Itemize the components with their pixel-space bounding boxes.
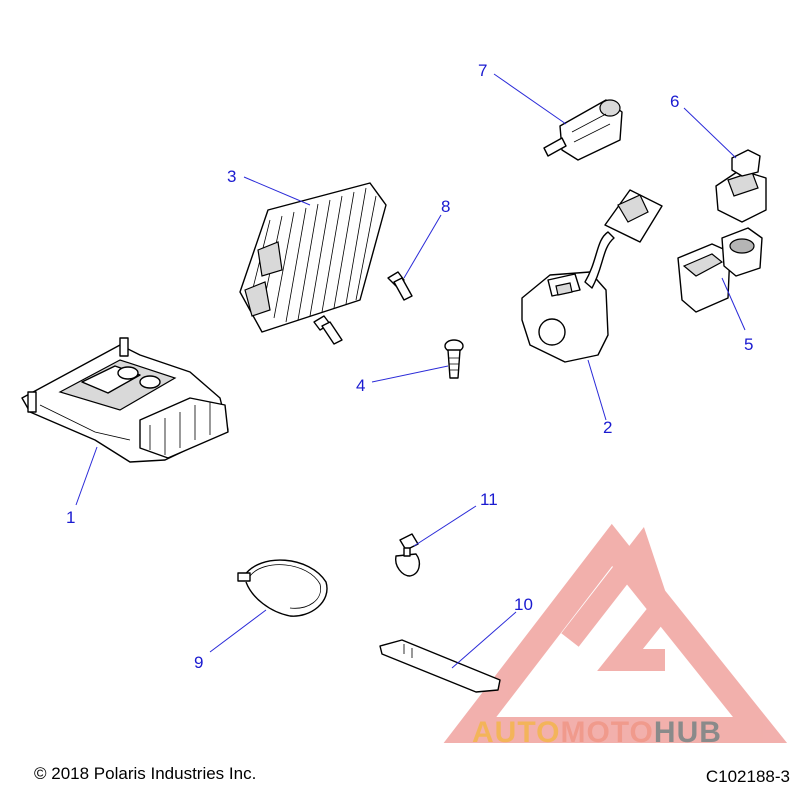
leader-4: [371, 365, 449, 383]
ignition-switch: [521, 189, 663, 363]
leader-1: [75, 446, 98, 506]
leader-7: [493, 73, 567, 125]
brand-moto: MOTO: [560, 716, 654, 749]
figure-code: C102188-3: [705, 767, 790, 786]
switch-5: [677, 227, 763, 313]
bolt-4: [444, 339, 464, 379]
callout-1: 1: [66, 508, 75, 527]
leader-10: [451, 611, 517, 669]
leader-5: [721, 277, 746, 331]
leader-3: [243, 176, 311, 206]
voltage-regulator: [239, 182, 387, 333]
callout-2: 2: [603, 418, 612, 437]
callout-9: 9: [194, 653, 203, 672]
copyright-text: © 2018 Polaris Industries Inc.: [34, 764, 257, 783]
leader-11: [413, 505, 477, 547]
ecu-module: [21, 337, 229, 463]
callout-11: 11: [480, 490, 498, 509]
callout-6: 6: [670, 92, 679, 111]
watermark-logo: [443, 523, 788, 743]
cable-tie-9: [237, 559, 328, 617]
callout-4: 4: [356, 376, 365, 395]
callout-5: 5: [744, 335, 753, 354]
callout-3: 3: [227, 167, 236, 186]
connector-6: [715, 149, 767, 223]
brand-auto: AUTO: [472, 716, 561, 749]
callout-8: 8: [441, 197, 450, 216]
callout-10: 10: [514, 595, 533, 614]
leader-2: [587, 359, 607, 421]
leader-8: [403, 214, 442, 279]
strap-10: [379, 639, 501, 693]
watermark-brand: AUTOMOTOHUB: [472, 716, 722, 750]
leader-9: [209, 609, 267, 653]
bolt-8: [313, 271, 413, 345]
clip-11: [395, 533, 421, 577]
leader-6: [683, 107, 737, 159]
sensor-7: [543, 99, 623, 161]
callout-7: 7: [478, 61, 487, 80]
brand-hub: HUB: [653, 716, 722, 749]
